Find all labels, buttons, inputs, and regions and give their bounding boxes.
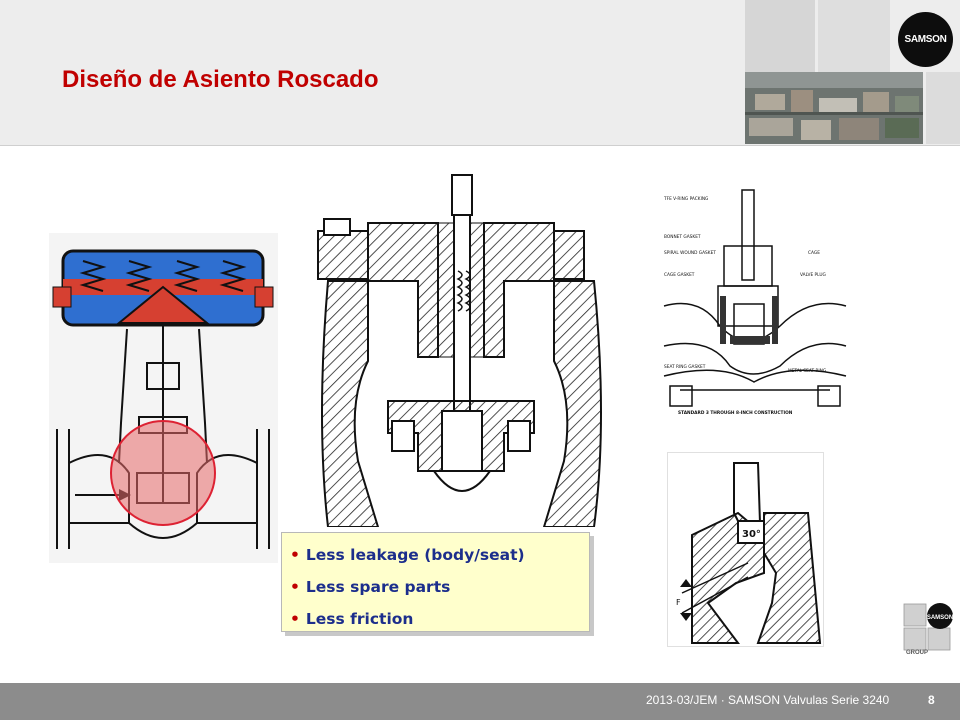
label-cage-gasket: CAGE GASKET	[664, 272, 695, 278]
seat-ring-detail: 30° F	[667, 452, 824, 647]
seat-angle-label: 30°	[742, 529, 761, 540]
diagram-caption: STANDARD 3 THROUGH 8-INCH CONSTRUCTION	[678, 410, 793, 416]
label-spiral-gasket: SPIRAL WOUND GASKET	[664, 250, 716, 256]
label-packing: TFE V-RING PACKING	[663, 196, 708, 202]
valve-actuator-cutaway	[49, 233, 278, 563]
samson-group-logo: SAMSON GROUP	[900, 600, 956, 656]
benefit-item: • Less friction	[290, 603, 589, 635]
benefit-item: • Less spare parts	[290, 571, 589, 603]
header-divider	[0, 145, 960, 146]
header-decor-block	[926, 72, 960, 144]
bullet-dot-icon: •	[290, 578, 300, 596]
footer-caption: 2013-03/JEM · SAMSON Valvulas Serie 3240	[646, 693, 890, 707]
header-decor-block	[818, 0, 890, 72]
label-metal-seat: METAL SEAT RING	[788, 368, 826, 374]
label-seat-ring-gasket: SEAT RING GASKET	[664, 364, 706, 370]
valve-body-cross-section	[308, 171, 614, 528]
benefit-text: Less leakage (body/seat)	[305, 546, 525, 564]
bullet-dot-icon: •	[290, 546, 300, 564]
label-bonnet-gasket: BONNET GASKET	[664, 234, 701, 240]
label-valve-plug: VALVE PLUG	[800, 272, 826, 278]
slide-title: Diseño de Asiento Roscado	[62, 66, 379, 93]
benefit-item: • Less leakage (body/seat)	[290, 539, 589, 571]
slide-footer	[0, 683, 960, 720]
group-logo-text: SAMSON	[927, 615, 953, 621]
seat-force-label: F	[676, 598, 681, 607]
cage-valve-labeled-diagram: TFE V-RING PACKING BONNET GASKET SPIRAL …	[660, 186, 849, 421]
group-logo-label: GROUP	[906, 650, 928, 656]
aerial-factory-photo	[745, 72, 923, 144]
samson-logo: SAMSON	[898, 12, 953, 67]
header-decor-block	[745, 0, 815, 72]
bullet-dot-icon: •	[290, 610, 300, 628]
benefit-text: Less friction	[305, 610, 414, 628]
page-number: 8	[928, 693, 935, 707]
benefits-callout: • Less leakage (body/seat) • Less spare pa…	[281, 532, 590, 632]
benefit-text: Less spare parts	[305, 578, 451, 596]
label-cage: CAGE	[808, 250, 820, 256]
